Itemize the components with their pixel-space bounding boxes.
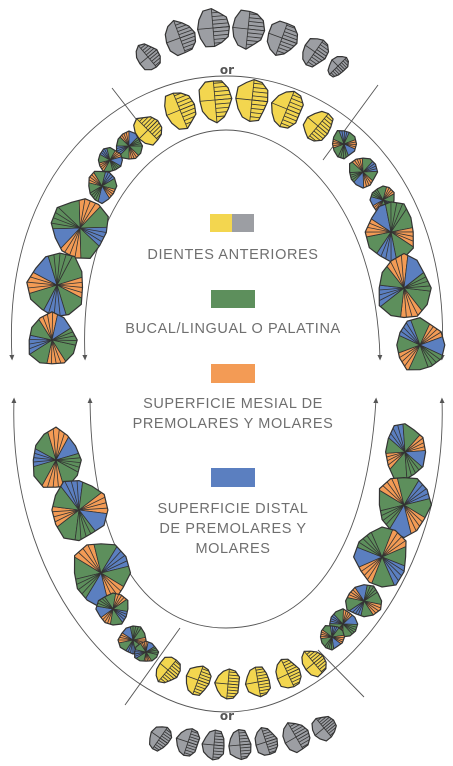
lower-or-label: or [220,709,234,723]
legend-swatch-anterior-gray [232,214,254,232]
legend-label-buccal: BUCAL/LINGUAL O PALATINA [125,321,341,337]
lower-right-divider-line [318,650,364,697]
lower-gray-tooth-7 [306,705,349,746]
legend-label-distal-1: SUPERFICIE DISTAL [158,501,309,517]
legend-swatch-buccal [211,290,255,308]
legend-swatch-distal [211,468,255,487]
legend-label-anterior: DIENTES ANTERIORES [147,247,318,263]
legend-label-distal-3: MOLARES [195,541,270,557]
legend-label-mesial-2: PREMOLARES Y MOLARES [133,416,334,432]
legend-swatch-mesial [211,364,255,383]
upper-or-label: or [220,63,234,77]
legend-label-mesial-1: SUPERFICIE MESIAL DE [143,396,323,412]
legend-swatch-anterior-yellow [210,214,232,232]
legend: DIENTES ANTERIORES BUCAL/LINGUAL O PALAT… [125,214,341,557]
lower-gray-tooth-5 [245,715,290,766]
legend-label-distal-2: DE PREMOLARES Y [159,521,306,537]
